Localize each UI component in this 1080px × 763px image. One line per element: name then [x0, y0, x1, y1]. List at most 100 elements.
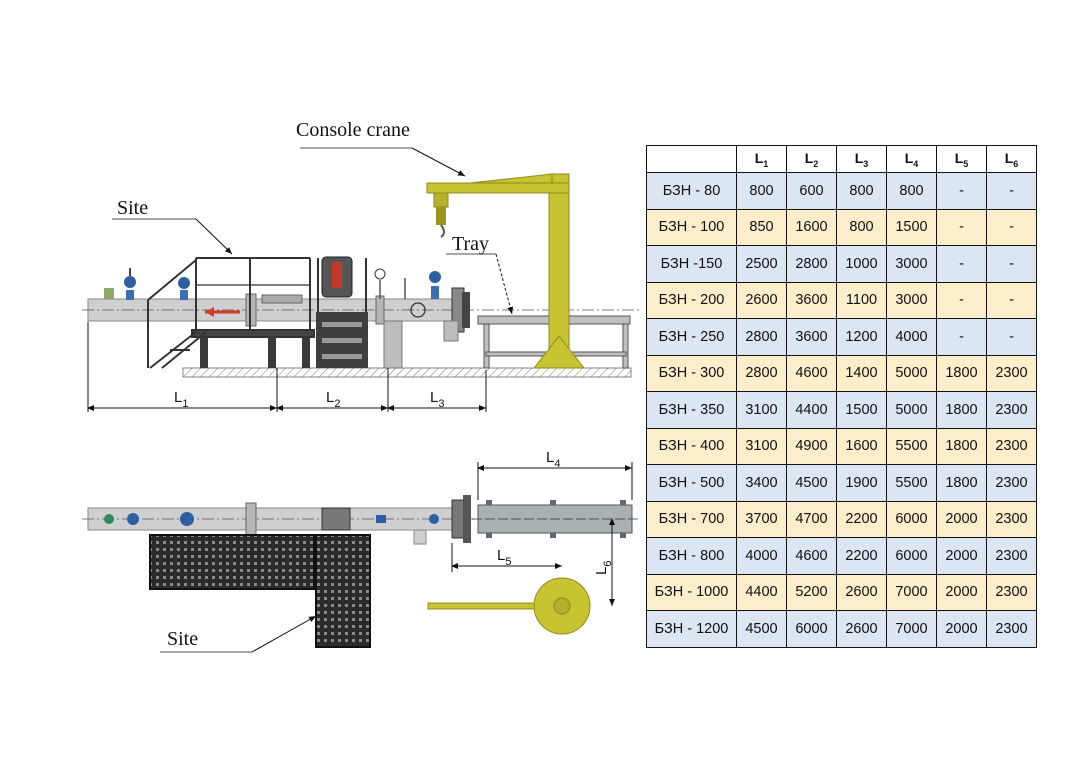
row-model-name: БЗН - 350: [646, 391, 737, 429]
cell-l1: 3400: [736, 464, 787, 502]
valve-icon: [124, 268, 136, 300]
cell-l2: 2800: [786, 245, 837, 283]
cell-l4: 6000: [886, 537, 937, 575]
row-model-name: БЗН - 1000: [646, 573, 737, 611]
cell-l5: 2000: [936, 573, 987, 611]
cell-l1: 3100: [736, 427, 787, 465]
flange: [245, 502, 257, 536]
row-model-name: БЗН - 300: [646, 354, 737, 392]
label-tray: Tray: [452, 233, 489, 255]
cell-l4: 7000: [886, 573, 937, 611]
cell-l2: 4700: [786, 500, 837, 538]
label-site-top: Site: [117, 197, 148, 219]
cell-l4: 1500: [886, 208, 937, 246]
cell-l6: -: [986, 281, 1037, 319]
cell-l5: -: [936, 318, 987, 356]
cell-l5: 2000: [936, 537, 987, 575]
cell-l5: -: [936, 245, 987, 283]
outlet-flange: [463, 495, 471, 543]
ground-hatch: [182, 367, 632, 378]
cell-l5: -: [936, 208, 987, 246]
filter-housing: [261, 294, 303, 304]
dim-l3: L3: [430, 389, 444, 410]
header-l2: L2: [786, 145, 837, 173]
row-model-name: БЗН - 80: [646, 172, 737, 210]
cell-l1: 3700: [736, 500, 787, 538]
valve-icon: [104, 514, 114, 524]
cell-l1: 2500: [736, 245, 787, 283]
dim-l1: L1: [174, 389, 188, 410]
cell-l5: 2000: [936, 500, 987, 538]
cell-l3: 1200: [836, 318, 887, 356]
row-model-name: БЗН - 400: [646, 427, 737, 465]
sight-glass-icon: [410, 302, 426, 318]
row-model-name: БЗН - 100: [646, 208, 737, 246]
cell-l2: 3600: [786, 318, 837, 356]
cell-l6: 2300: [986, 427, 1037, 465]
cell-l4: 5000: [886, 391, 937, 429]
cell-l1: 4400: [736, 573, 787, 611]
header-empty: [646, 145, 737, 173]
cell-l2: 5200: [786, 573, 837, 611]
header-l1: L1: [736, 145, 787, 173]
cell-l2: 600: [786, 172, 837, 210]
cell-l2: 4600: [786, 354, 837, 392]
row-model-name: БЗН - 800: [646, 537, 737, 575]
cell-l2: 4500: [786, 464, 837, 502]
cell-l6: 2300: [986, 537, 1037, 575]
cell-l1: 800: [736, 172, 787, 210]
cell-l5: 1800: [936, 464, 987, 502]
plan-dimension-lines: [451, 462, 633, 606]
dim-l4: L4: [546, 449, 560, 470]
cell-l6: 2300: [986, 573, 1037, 611]
cell-l6: 2300: [986, 354, 1037, 392]
dim-l2: L2: [326, 389, 340, 410]
cell-l4: 7000: [886, 610, 937, 648]
outlet-flange: [451, 499, 465, 539]
cell-l1: 850: [736, 208, 787, 246]
cell-l4: 5500: [886, 464, 937, 502]
header-l4: L4: [886, 145, 937, 173]
header-l6: L6: [986, 145, 1037, 173]
pipe-support: [413, 529, 427, 545]
cell-l5: 1800: [936, 427, 987, 465]
side-view: L1 L2 L3 Console crane Site Tray: [82, 119, 640, 412]
cell-l5: -: [936, 281, 987, 319]
cell-l6: 2300: [986, 464, 1037, 502]
row-model-name: БЗН - 200: [646, 281, 737, 319]
cell-l6: 2300: [986, 391, 1037, 429]
cell-l4: 5500: [886, 427, 937, 465]
filter-cover: [321, 507, 351, 531]
cell-l3: 1900: [836, 464, 887, 502]
cell-l1: 4000: [736, 537, 787, 575]
ladder-stand: [316, 258, 368, 368]
cell-l2: 1600: [786, 208, 837, 246]
cell-l2: 6000: [786, 610, 837, 648]
cell-l3: 1600: [836, 427, 887, 465]
valve-icon: [429, 271, 441, 299]
valve-icon: [429, 514, 439, 524]
cell-l2: 4600: [786, 537, 837, 575]
cell-l3: 2600: [836, 573, 887, 611]
row-model-name: БЗН - 1200: [646, 610, 737, 648]
cell-l1: 2600: [736, 281, 787, 319]
label-site-bottom: Site: [167, 628, 198, 650]
pipe-support: [443, 320, 459, 342]
cell-l6: -: [986, 208, 1037, 246]
cell-l4: 5000: [886, 354, 937, 392]
cell-l3: 2600: [836, 610, 887, 648]
cell-l4: 3000: [886, 245, 937, 283]
cell-l5: 2000: [936, 610, 987, 648]
dimension-lines: [87, 322, 487, 412]
cell-l3: 1100: [836, 281, 887, 319]
row-model-name: БЗН - 700: [646, 500, 737, 538]
cell-l1: 2800: [736, 354, 787, 392]
flange: [375, 295, 385, 325]
cell-l2: 4900: [786, 427, 837, 465]
